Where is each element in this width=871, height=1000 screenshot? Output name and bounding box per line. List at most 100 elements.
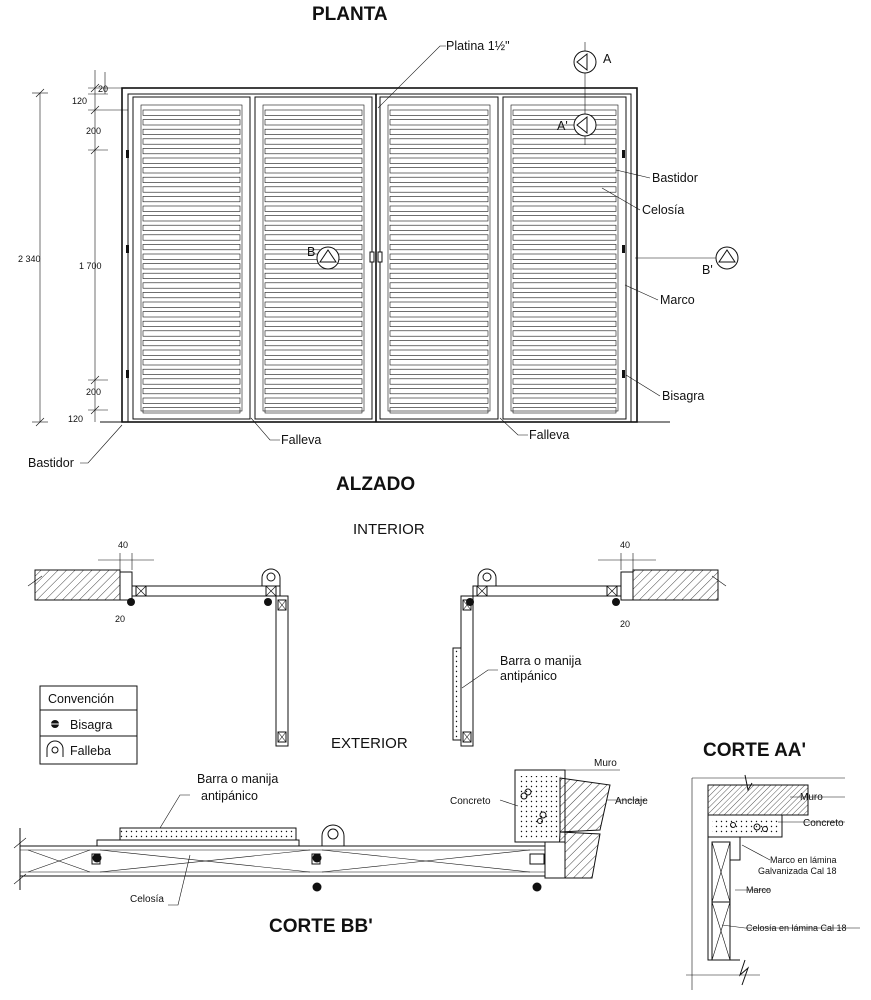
louver-slat (389, 138, 489, 145)
dim-200-bottom: 200 (86, 387, 101, 397)
louver-slat (389, 359, 489, 366)
louver-slat (512, 359, 617, 366)
louver-slat (264, 215, 363, 222)
louver-slat (512, 157, 617, 164)
louver-slat (389, 167, 489, 174)
section-b-prime-label: B' (702, 263, 713, 277)
dim-1700: 1 700 (79, 261, 102, 271)
louver-slat (264, 397, 363, 404)
corte-aa: Muro Concreto Marco en lámina Galvanizad… (686, 774, 860, 990)
louver-slat (142, 292, 241, 299)
louver-slat (389, 349, 489, 356)
louver-slat (264, 176, 363, 183)
louver-slat (512, 378, 617, 385)
aa-marco-lamina-1: Marco en lámina (770, 855, 837, 865)
louver-slat (264, 253, 363, 260)
legend-header: Convención (48, 692, 114, 706)
aa-marco: Marco (746, 885, 771, 895)
louver-slat (142, 234, 241, 241)
louver-slat (142, 359, 241, 366)
louver-slat (512, 167, 617, 174)
label-celosia: Celosía (642, 203, 684, 217)
section-b-prime-marker (715, 246, 739, 270)
louver-slat (264, 234, 363, 241)
louver-slat (389, 282, 489, 289)
louver-slat (142, 138, 241, 145)
aa-concreto: Concreto (803, 818, 844, 829)
louver-slat (264, 330, 363, 337)
louver-slat (512, 368, 617, 375)
dim-right-20: 20 (620, 619, 630, 629)
louver-slat (142, 311, 241, 318)
section-markers: A A' B B' (307, 42, 739, 277)
louver-slat (142, 397, 241, 404)
louver-slat (142, 368, 241, 375)
louver-panel (262, 104, 365, 412)
louver-slat (512, 234, 617, 241)
louver-slat (264, 378, 363, 385)
bb-concreto: Concreto (450, 796, 491, 807)
louver-slat (389, 388, 489, 395)
louver-slat (389, 234, 489, 241)
louver-slat (142, 128, 241, 135)
corte-bb: Barra o manija antipánico Muro Concreto … (13, 758, 648, 906)
louver-slat (264, 196, 363, 203)
louver-slat (389, 301, 489, 308)
louver-slat (142, 407, 241, 414)
legend-falleba-icon (46, 740, 64, 757)
hinge-mark (622, 150, 625, 158)
dim-left-40: 40 (118, 540, 128, 550)
label-exterior: EXTERIOR (331, 735, 408, 752)
louver-slat (512, 138, 617, 145)
legend-falleba: Falleba (70, 744, 111, 758)
louver-slat (142, 388, 241, 395)
label-platina: Platina 1½" (446, 39, 510, 53)
bb-barra-1: Barra o manija (197, 772, 278, 786)
label-bastidor-bottom: Bastidor (28, 456, 74, 470)
louver-slat (142, 196, 241, 203)
title-corte-aa: CORTE AA' (703, 740, 806, 761)
louver-slat (142, 340, 241, 347)
louver-slat (512, 349, 617, 356)
hinge-mark (126, 150, 129, 158)
louver-slat (142, 148, 241, 155)
louver-slat (264, 205, 363, 212)
louver-slat (142, 272, 241, 279)
louver-slat (512, 244, 617, 251)
door-leaves (132, 96, 627, 420)
louver-slat (142, 301, 241, 308)
legend-bisagra: Bisagra (70, 718, 112, 732)
louver-slat (264, 148, 363, 155)
louver-slat (142, 224, 241, 231)
louver-slat (389, 311, 489, 318)
bb-anclaje: Anclaje (615, 796, 648, 807)
louver-slat (264, 359, 363, 366)
louver-slat (512, 253, 617, 260)
elevation-right: 40 20 Barra o manija antipánico (452, 540, 727, 747)
aa-muro: Muro (800, 792, 823, 803)
louver-slat (142, 282, 241, 289)
louver-slat (512, 407, 617, 414)
hinge-mark (126, 245, 129, 253)
louver-slat (142, 205, 241, 212)
louver-slat (389, 330, 489, 337)
louver-slat (264, 186, 363, 193)
louver-slat (389, 272, 489, 279)
louver-slat (264, 119, 363, 126)
louver-slat (389, 176, 489, 183)
louver-slat (389, 244, 489, 251)
louver-slat (264, 340, 363, 347)
louver-slat (389, 407, 489, 414)
louver-slat (142, 119, 241, 126)
louver-slat (142, 176, 241, 183)
section-b-label: B (307, 245, 315, 259)
louver-slat (389, 128, 489, 135)
louver-slat (264, 301, 363, 308)
louver-slat (512, 148, 617, 155)
louver-slat (389, 340, 489, 347)
louver-slat (512, 186, 617, 193)
elev-barra-1: Barra o manija (500, 654, 581, 668)
louver-slat (264, 157, 363, 164)
door-leaf (379, 96, 499, 420)
louver-slat (264, 167, 363, 174)
